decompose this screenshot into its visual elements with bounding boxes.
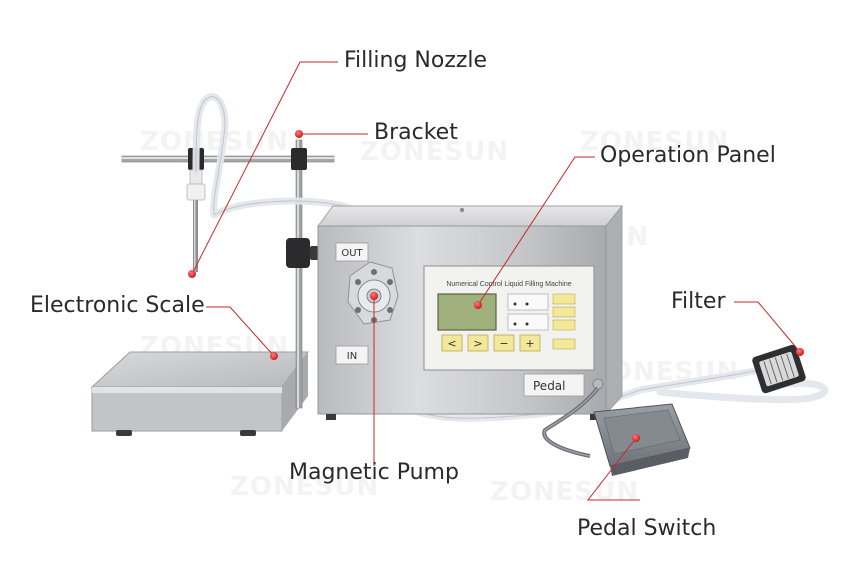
svg-text:<: < [447,337,456,350]
callout-markers [188,130,804,442]
label-filter: Filter [671,289,726,314]
label-pedal-switch: Pedal Switch [577,516,717,541]
label-magnetic-pump: Magnetic Pump [289,460,459,485]
pedal-port-label: Pedal [523,373,604,397]
watermark: ZONESUN [360,137,509,167]
right-arrow-button[interactable] [467,334,489,352]
left-arrow-button[interactable] [441,334,463,352]
marker-electronic-scale [270,352,278,360]
svg-text:OUT: OUT [341,248,363,259]
watermark: ZONESUN [140,127,289,157]
label-bracket: Bracket [374,120,458,145]
watermark: ZONESUN [580,127,729,157]
callout-leaders [191,61,801,501]
minus-button[interactable] [493,334,515,352]
svg-text:IN: IN [347,351,357,362]
svg-text:>: > [473,337,482,350]
watermark: ZONESUN [490,477,639,507]
svg-text:+: + [525,337,534,350]
panel-title: Numerical Control Liquid Filling Machine [446,281,571,288]
marker-bracket [295,130,303,138]
label-operation-panel: Operation Panel [600,143,776,168]
electronic-scale [90,351,309,436]
in-port-label: IN [335,345,369,365]
filter [752,344,806,394]
marker-pedal-switch [632,434,640,442]
watermark: ZONESUN [230,472,379,502]
bracket [121,139,335,409]
marker-operation-panel [474,301,482,309]
lcd-display [437,293,497,331]
pedal-switch [542,386,691,476]
marker-magnetic-pump [370,292,378,300]
svg-text:Pedal: Pedal [533,379,566,393]
marker-filling-nozzle [188,270,196,278]
svg-text:−: − [499,337,508,350]
label-filling-nozzle: Filling Nozzle [344,48,488,73]
plus-button[interactable] [519,334,541,352]
operation-panel: Numerical Control Liquid Filling Machine… [423,265,595,371]
out-port-label: OUT [335,242,369,262]
marker-filter [796,348,804,356]
label-electronic-scale: Electronic Scale [30,293,205,318]
